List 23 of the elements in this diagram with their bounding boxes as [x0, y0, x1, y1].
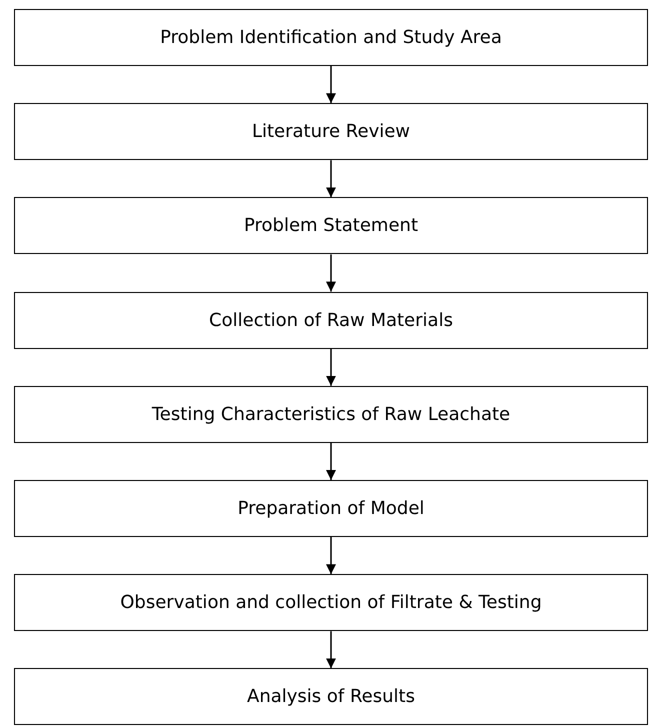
process-box	[14, 386, 648, 443]
step-label: Analysis of Results	[247, 686, 415, 708]
arrow	[326, 348, 336, 386]
process-box	[14, 9, 648, 66]
arrow	[326, 160, 336, 198]
step-label: Problem Identification and Study Area	[160, 27, 502, 48]
arrow	[326, 537, 336, 574]
process-box	[14, 103, 648, 160]
step-label: Collection of Raw Materials	[209, 310, 453, 331]
process-box	[14, 480, 648, 537]
arrow	[326, 442, 336, 480]
arrow	[326, 631, 336, 668]
step-label: Problem Statement	[244, 215, 418, 236]
process-box	[14, 574, 648, 632]
arrow	[326, 66, 336, 104]
step-label: Literature Review	[252, 121, 410, 142]
process-box	[14, 668, 648, 726]
process-box	[14, 197, 648, 254]
step-label: Testing Characteristics of Raw Leachate	[152, 404, 510, 425]
arrow	[326, 254, 336, 292]
step-label: Observation and collection of Filtrate & Testing	[120, 592, 542, 614]
process-box	[14, 292, 648, 349]
step-label: Preparation of Model	[238, 498, 424, 519]
